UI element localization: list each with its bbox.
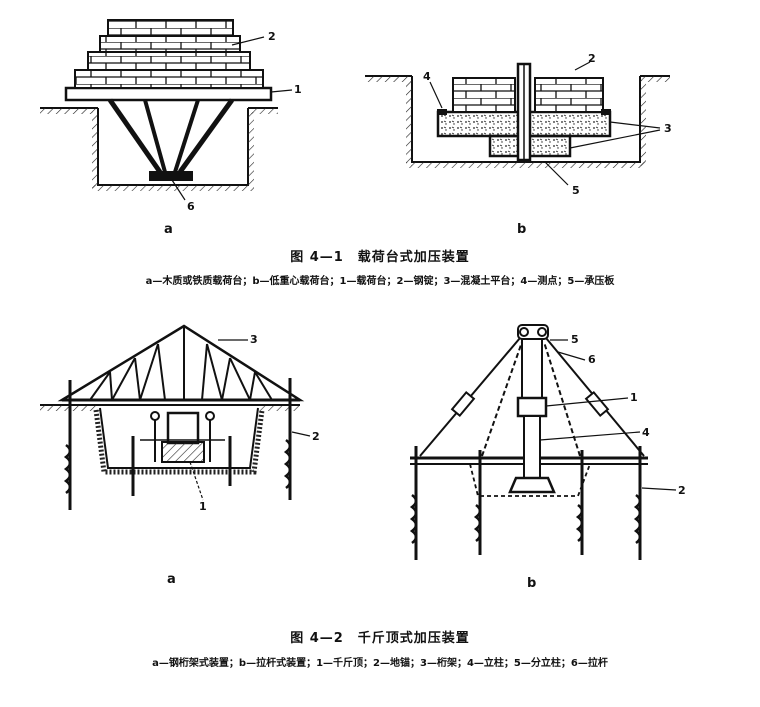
fig2-panel-b-label: b xyxy=(527,576,537,591)
fig1-panel-a-label: a xyxy=(164,222,173,237)
fig2a-callout-1: 1 xyxy=(199,500,207,513)
fig2-panel-b-drawing xyxy=(409,324,677,560)
fig1a-callout-1: 1 xyxy=(294,83,302,96)
fig2-legend: a—钢桁架式装置；b—拉杆式装置；1—千斤顶；2—地锚；3—桁架；4—立柱；5—… xyxy=(152,658,608,669)
fig2b-callout-2: 2 xyxy=(678,484,686,497)
fig1b-callout-5: 5 xyxy=(572,184,580,197)
fig2a-callout-3: 3 xyxy=(250,333,258,346)
fig2b-callout-6: 6 xyxy=(588,353,596,366)
fig2-panel-a-drawing xyxy=(40,324,311,510)
fig1-legend: a—木质或铁质载荷台；b—低重心载荷台；1—载荷台；2—钢锭；3—混凝土平台；4… xyxy=(145,276,615,287)
fig1-panel-b-drawing xyxy=(365,61,670,186)
fig2b-callout-5: 5 xyxy=(571,333,579,346)
fig2a-callout-2: 2 xyxy=(312,430,320,443)
fig2-panel-a-label: a xyxy=(167,572,176,587)
fig1a-callout-6: 6 xyxy=(187,200,195,213)
fig1b-callout-3: 3 xyxy=(664,122,672,135)
fig1b-callout-4: 4 xyxy=(423,70,431,83)
fig1b-callout-2: 2 xyxy=(588,52,596,65)
fig1-caption: 图 4—1 载荷台式加压装置 xyxy=(290,250,470,265)
fig1a-callout-2: 2 xyxy=(268,30,276,43)
fig2b-callout-4: 4 xyxy=(642,426,650,439)
fig1-panel-b-label: b xyxy=(517,222,527,237)
fig2b-callout-1: 1 xyxy=(630,391,638,404)
fig2-caption: 图 4—2 千斤顶式加压装置 xyxy=(290,631,470,646)
fig1-panel-a-drawing xyxy=(40,19,293,201)
